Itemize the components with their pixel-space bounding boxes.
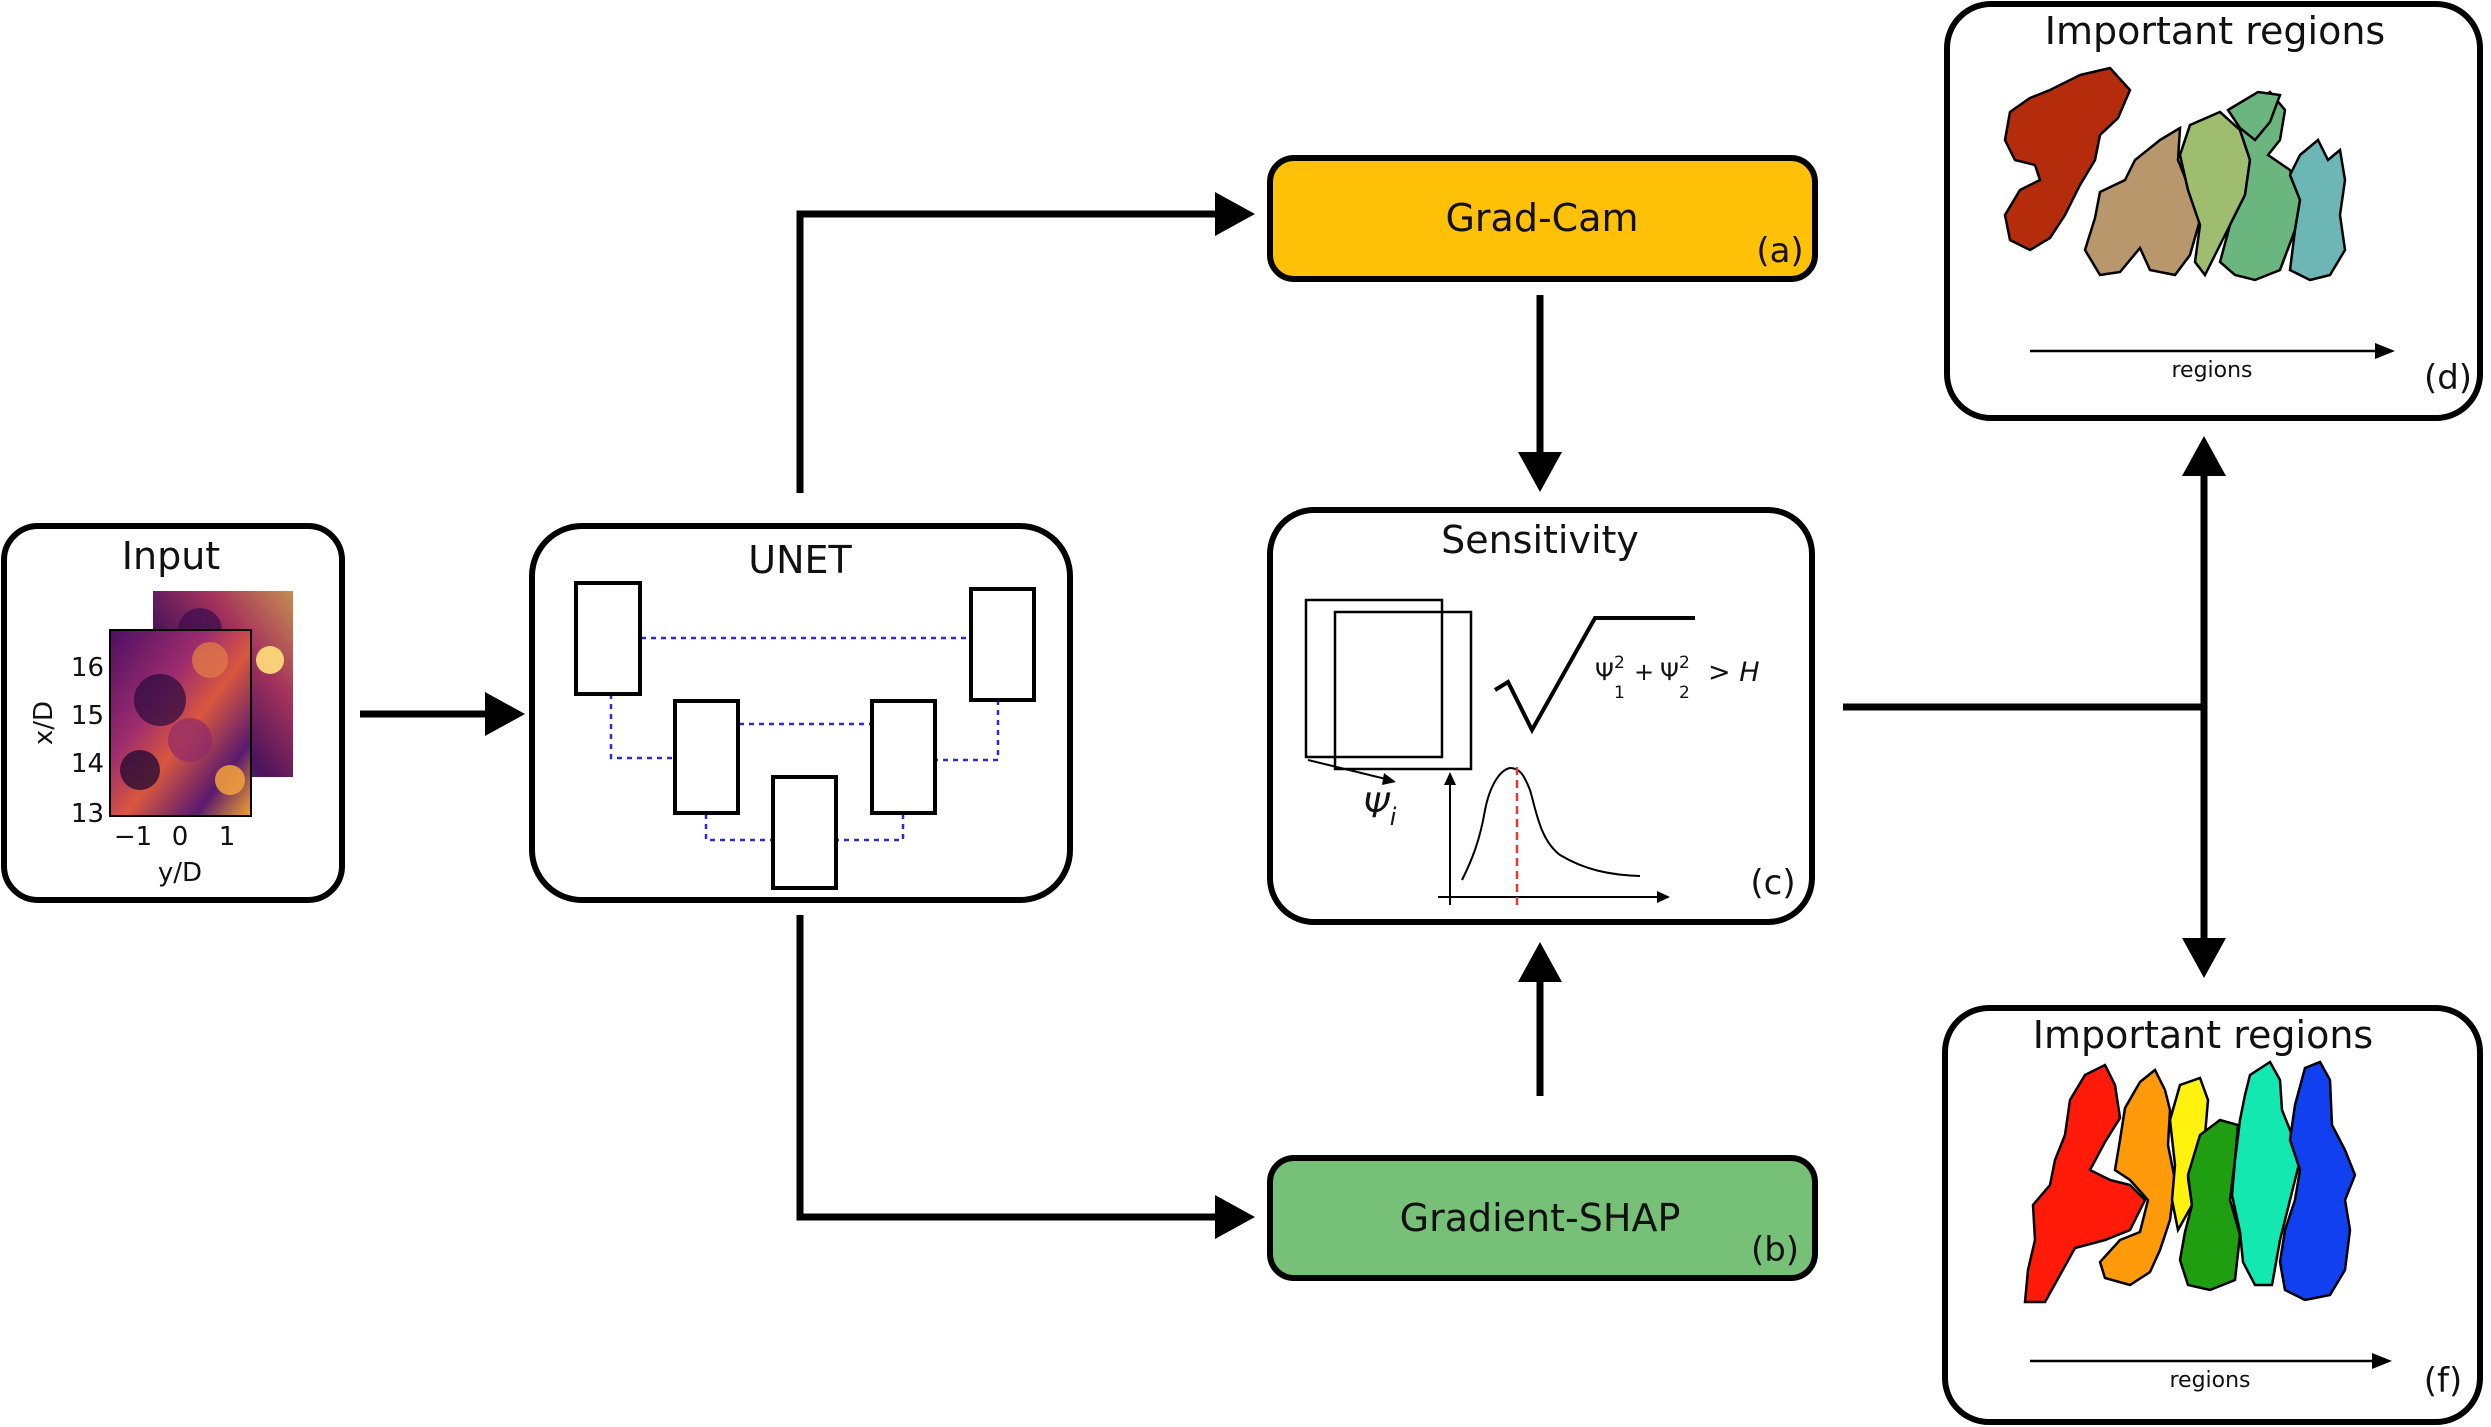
input-xtick: 1 [219,822,236,852]
panel-d-axis-label: regions [2171,358,2252,383]
threshold-formula: Ψ 2 1 + Ψ 2 2 > H [1595,653,1760,703]
sensitivity-plot [1438,766,1670,905]
unet-title: UNET [748,538,852,582]
sensitivity-frame-back [1304,598,1444,759]
arrow-unet-to-gradcam [796,192,1255,493]
sqrt-symbol [1493,616,1695,735]
svg-text:1: 1 [1614,683,1625,703]
gradcam-tag: (a) [1756,231,1803,271]
svg-text:Ψ: Ψ [1660,658,1679,686]
region-blob [2226,90,2282,142]
panel-d-tag: (d) [2424,358,2472,398]
input-xtick: −1 [114,822,152,852]
input-box: Input x/D 16 15 14 13 −1 0 1 y/D [1,523,345,903]
unet-box: UNET [529,523,1073,903]
region-blob [2230,1060,2302,1287]
region-blob [2288,138,2347,282]
svg-text:2: 2 [1679,683,1690,703]
panel-d-title: Important regions [2045,9,2385,53]
gradcam-box: Grad-Cam (a) [1267,155,1818,282]
svg-text:> H: > H [1708,657,1760,688]
sensitivity-title: Sensitivity [1441,518,1639,562]
input-heatmap-front [109,629,252,817]
gradcam-rect [1267,155,1818,282]
sensitivity-frame-front [1333,610,1473,771]
psi-arrow [1307,759,1396,785]
input-xtick: 0 [172,822,189,852]
input-ytick: 13 [71,799,104,829]
gradshap-rect [1267,1155,1818,1281]
unet-decoder-block [870,699,937,815]
important-regions-panel-f: Important regions regions (f) [1942,1005,2483,1425]
gradcam-label: Grad-Cam [1445,196,1638,240]
panel-f-title: Important regions [2033,1013,2373,1057]
input-ytick: 16 [71,653,104,683]
region-blob [2278,1060,2357,1302]
unet-decoder-block [969,587,1036,702]
svg-text:Ψ: Ψ [1595,658,1614,686]
input-xlabel: y/D [158,858,202,888]
input-title: Input [122,534,220,578]
unet-encoder-block [673,699,740,815]
sensitivity-box: Sensitivity Ψi Ψ 2 1 + Ψ 2 2 > H [1267,507,1815,925]
unet-encoder-block [574,581,642,696]
region-blob [2098,1068,2177,1287]
svg-text:2: 2 [1679,653,1690,673]
unet-skip-connections [609,636,1000,842]
svg-text:2: 2 [1614,653,1625,673]
input-ytick: 14 [71,749,104,779]
gradshap-tag: (b) [1751,1230,1799,1270]
panel-f-tag: (f) [2424,1361,2463,1401]
regions-axis-arrowhead [2375,343,2395,359]
regions-axis-arrowhead [2372,1353,2392,1369]
psi-label: Ψi [1363,786,1397,831]
input-ytick: 15 [71,701,104,731]
input-ylabel: x/D [29,701,59,745]
arrow-gradcam-to-sensitivity [1518,295,1562,492]
unet-bottleneck-block [771,775,838,890]
gradshap-label: Gradient-SHAP [1400,1196,1681,1240]
region-blob [2218,90,2302,282]
panel-f-axis-label: regions [2169,1368,2250,1393]
sensitivity-tag: (c) [1750,863,1795,903]
region-blob [2023,1063,2147,1304]
gradshap-box: Gradient-SHAP (b) [1267,1155,1818,1281]
arrow-input-to-unet [360,692,525,736]
arrow-gradshap-to-sensitivity [1518,942,1562,1096]
svg-text:+: + [1634,658,1654,686]
important-regions-panel-d: Important regions regions (d) [1944,1,2483,421]
arrow-unet-to-gradshap [796,915,1255,1239]
region-blob [2003,66,2132,252]
connector-sensitivity-to-regions [1843,436,2226,978]
